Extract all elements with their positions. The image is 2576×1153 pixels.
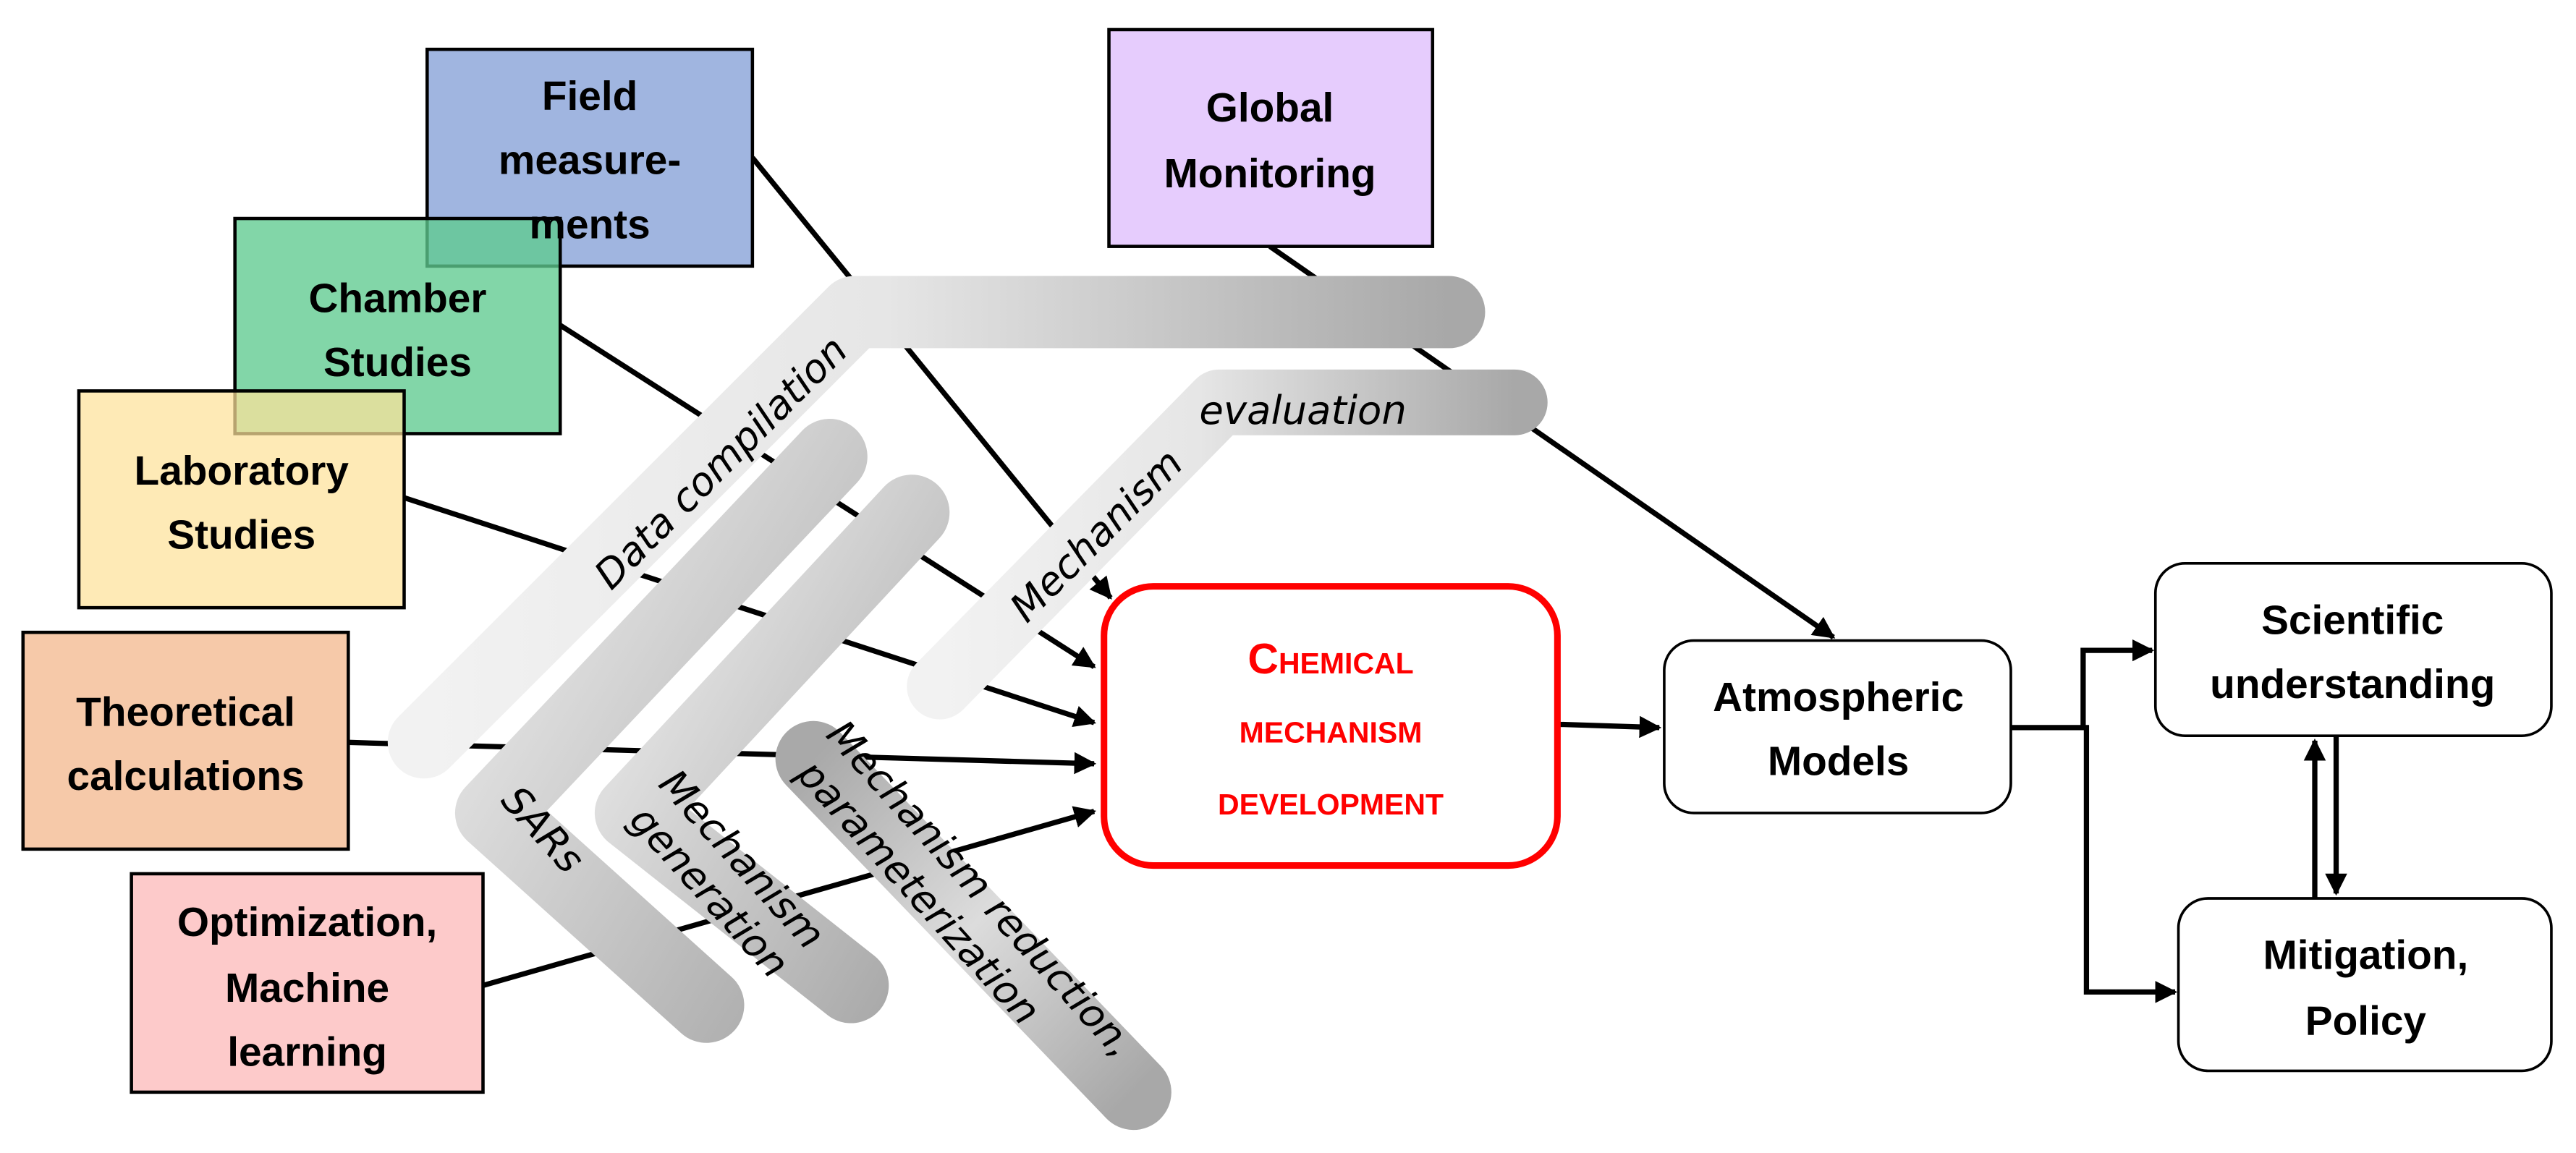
box-global[interactable] [1107,27,1435,248]
atmospheric-label-2: Models [1768,739,1910,785]
global-label-2: Monitoring [1164,151,1376,197]
band-mechanism-generation [594,475,950,1024]
atmospheric-label-1: Atmospheric [1713,675,1964,720]
mitigation-label-1: Mitigation, [2263,933,2469,979]
theoretical-label-2: calculations [67,754,305,799]
box-theoretical[interactable] [21,630,350,851]
field-label-3: ments [529,202,650,247]
band-mechanism-evaluation [907,369,1548,720]
box-mitigation[interactable] [2177,897,2553,1073]
center-label-2: mechanism [1240,704,1423,752]
box-laboratory[interactable] [77,389,406,610]
scientific-label-1: Scientific [2261,597,2444,643]
input-boxes [21,27,1435,1094]
center-label-1: Chemical [1247,635,1413,683]
label-mechanism-evaluation-b: evaluation [1199,387,1407,433]
optimization-label-3: learning [227,1030,387,1076]
connector-center-atmospheric [1557,715,1662,739]
input-labels: Field measure- ments Chamber Studies Lab… [67,74,1376,1075]
chamber-label-1: Chamber [308,276,486,321]
band-sars [454,419,868,1043]
laboratory-label-1: Laboratory [135,448,349,494]
band-data-compilation [387,276,1486,779]
atmospheric-models-node[interactable]: Atmospheric Models [1663,639,2012,814]
center-label-3: development [1218,776,1444,824]
connector-atmospheric-scientific [2010,639,2155,731]
process-bands [387,276,1548,1131]
laboratory-label-2: Studies [167,512,315,558]
theoretical-label-1: Theoretical [76,690,295,736]
field-label-1: Field [542,74,637,119]
chamber-label-2: Studies [323,340,472,386]
band-mechanism-reduction [775,720,1172,1131]
chemical-mechanism-development-node[interactable]: Chemical mechanism development [1101,583,1561,869]
box-atmospheric[interactable] [1663,639,2012,814]
box-scientific[interactable] [2153,562,2553,738]
scientific-understanding-node[interactable]: Scientific understanding [2153,562,2553,738]
global-label-1: Global [1206,85,1334,131]
box-optimization[interactable] [130,872,485,1094]
mitigation-label-2: Policy [2305,998,2427,1044]
connector-atmospheric-mitigation [2083,725,2178,1003]
connector-field [750,156,1113,600]
optimization-label-1: Optimization, [177,900,437,945]
scientific-label-2: understanding [2210,662,2495,707]
center-box[interactable] [1101,583,1561,869]
field-label-2: measure- [499,138,681,184]
mitigation-policy-node[interactable]: Mitigation, Policy [2177,897,2553,1073]
optimization-label-2: Machine [225,966,389,1011]
